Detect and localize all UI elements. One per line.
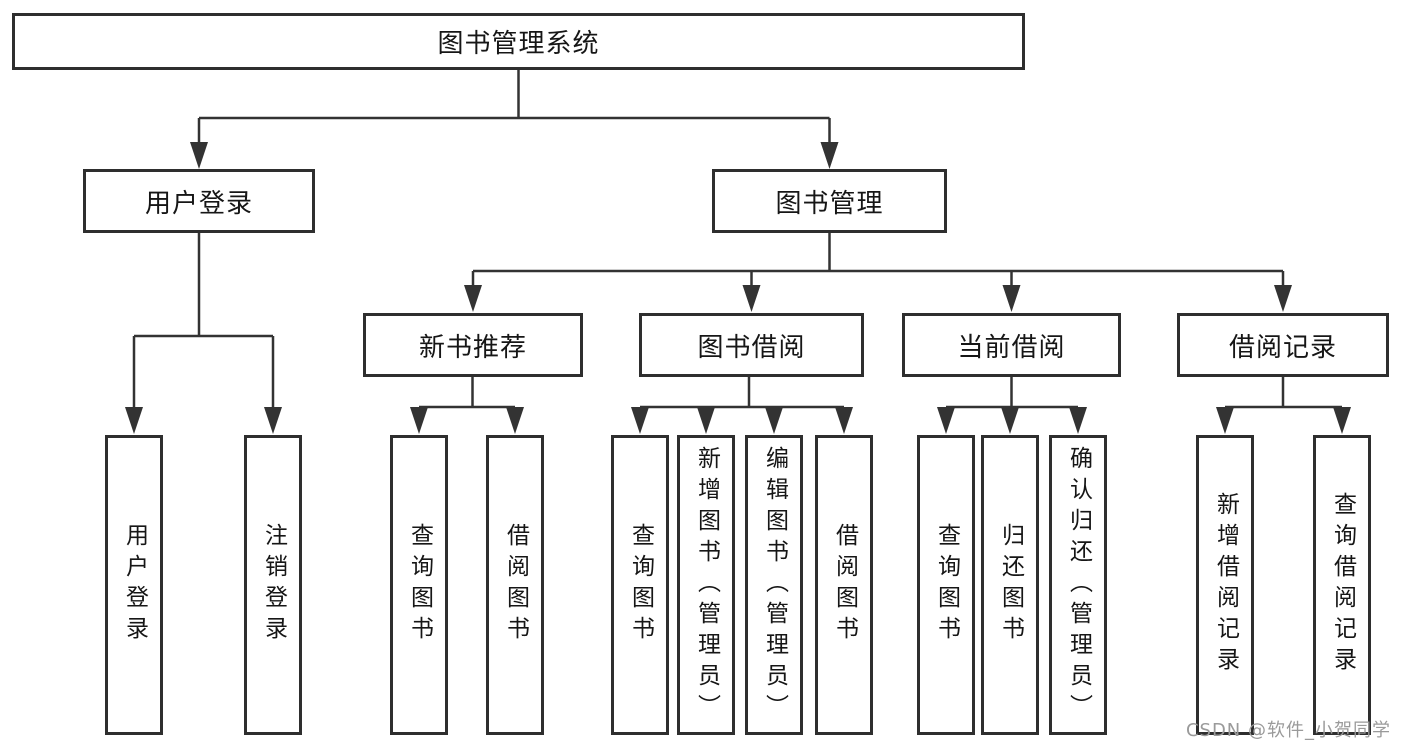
leaf-return-book: 归还图书 xyxy=(981,435,1039,735)
node-new-book-recommend: 新书推荐 xyxy=(363,313,583,377)
leaf-borrow-books: 借阅图书 xyxy=(815,435,873,735)
leaf-add-book-admin: 新增图书（管理员） xyxy=(677,435,735,735)
node-book-borrowing: 图书借阅 xyxy=(639,313,864,377)
node-current-borrowing: 当前借阅 xyxy=(902,313,1121,377)
leaf-confirm-return-admin: 确认归还（管理员） xyxy=(1049,435,1107,735)
node-book-management: 图书管理 xyxy=(712,169,947,233)
leaf-query-borrow-record: 查询借阅记录 xyxy=(1313,435,1371,735)
leaf-query-books-borrow: 查询图书 xyxy=(611,435,669,735)
node-user-login: 用户登录 xyxy=(83,169,315,233)
node-root-library-system: 图书管理系统 xyxy=(12,13,1025,70)
leaf-user-login: 用户登录 xyxy=(105,435,163,735)
leaf-query-books-current: 查询图书 xyxy=(917,435,975,735)
leaf-edit-book-admin: 编辑图书（管理员） xyxy=(745,435,803,735)
leaf-add-borrow-record: 新增借阅记录 xyxy=(1196,435,1254,735)
watermark: CSDN @软件_小贺同学 xyxy=(1185,720,1391,741)
arrowheads xyxy=(125,142,1351,434)
leaf-logout: 注销登录 xyxy=(244,435,302,735)
leaf-borrow-books-recommend: 借阅图书 xyxy=(486,435,544,735)
node-borrowing-records: 借阅记录 xyxy=(1177,313,1389,377)
leaf-query-books-recommend: 查询图书 xyxy=(390,435,448,735)
